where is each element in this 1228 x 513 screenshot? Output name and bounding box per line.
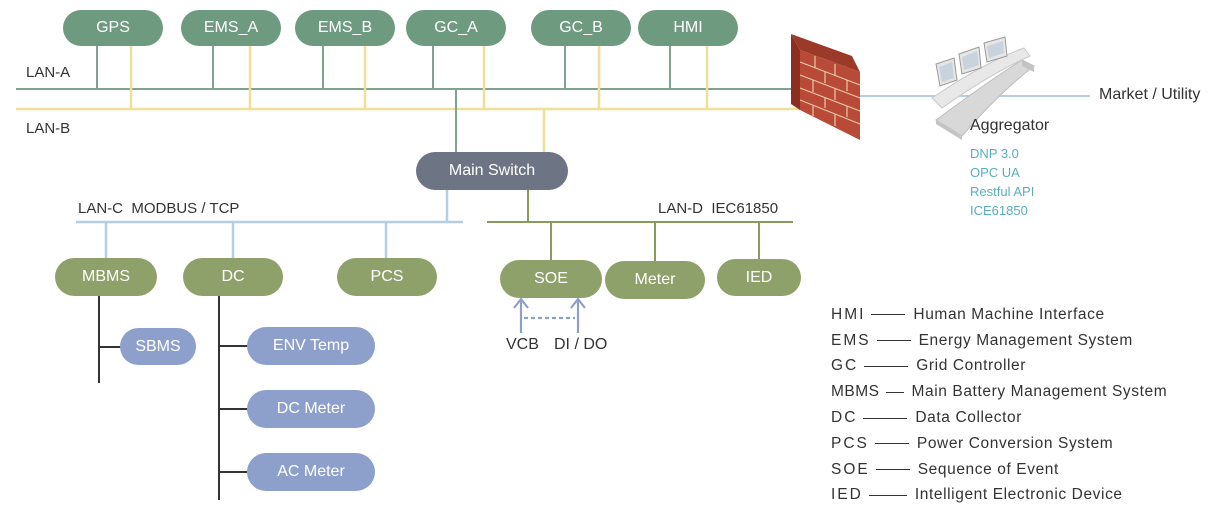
sbms-node[interactable]: SBMS: [120, 328, 196, 365]
protocol-item: DNP 3.0: [970, 146, 1019, 161]
legend-row: GC Grid Controller: [831, 354, 1167, 380]
legend-row: HMI Human Machine Interface: [831, 302, 1167, 328]
legend-abbr: HMI: [831, 305, 866, 323]
vcb-label: VCB: [506, 336, 539, 353]
legend-dash: [874, 443, 909, 445]
gc-a-node[interactable]: GC_A: [406, 10, 506, 46]
top-device-drops: [96, 46, 709, 109]
legend-row: DC Data Collector: [831, 405, 1167, 431]
legend-row: EMS Energy Management System: [831, 328, 1167, 354]
mbms-node[interactable]: MBMS: [55, 258, 157, 296]
legend-row: PCS Power Conversion System: [831, 431, 1167, 457]
legend-dash: [868, 494, 907, 496]
legend-text: Intelligent Electronic Device: [914, 486, 1123, 504]
legend-row: MBMS Main Battery Management System: [831, 379, 1167, 405]
legend-text: Sequence of Event: [917, 460, 1059, 478]
legend-dash: [871, 314, 906, 316]
legend-dash: [863, 417, 908, 419]
legend-text: Data Collector: [915, 409, 1022, 427]
legend-dash: [864, 365, 909, 367]
gc-b-node[interactable]: GC_B: [531, 10, 631, 46]
aggregator-label: Aggregator: [970, 117, 1050, 134]
legend-abbr: MBMS: [831, 383, 880, 401]
gps-node[interactable]: GPS: [63, 10, 163, 46]
legend-text: Power Conversion System: [916, 434, 1114, 452]
lan-b-label: LAN-B: [26, 120, 71, 137]
protocol-item: OPC UA: [970, 165, 1020, 180]
firewall-icon: [791, 34, 861, 140]
legend-abbr: EMS: [831, 331, 871, 349]
legend-abbr: IED: [831, 486, 863, 504]
legend-text: Human Machine Interface: [913, 305, 1105, 323]
lan-a-label: LAN-A: [26, 64, 71, 81]
legend-text: Main Battery Management System: [911, 383, 1168, 401]
legend-dash: [885, 391, 904, 393]
legend-abbr: SOE: [831, 460, 870, 478]
protocol-list: DNP 3.0 OPC UA Restful API ICE61850: [970, 144, 1034, 220]
di-do-label: DI / DO: [554, 336, 608, 353]
aggregator-icon: [931, 36, 1035, 140]
ied-node[interactable]: IED: [717, 259, 801, 296]
protocol-item: Restful API: [970, 184, 1035, 199]
soe-input-arrows: [513, 297, 586, 333]
legend-text: Energy Management System: [918, 331, 1133, 349]
legend: HMI Human Machine Interface EMS Energy M…: [831, 302, 1167, 508]
main-switch-node[interactable]: Main Switch: [416, 152, 568, 190]
legend-abbr: GC: [831, 357, 859, 375]
legend-abbr: PCS: [831, 434, 869, 452]
legend-abbr: DC: [831, 409, 858, 427]
legend-row: IED Intelligent Electronic Device: [831, 483, 1167, 509]
legend-dash: [876, 340, 911, 342]
pcs-node[interactable]: PCS: [337, 258, 437, 296]
hmi-node[interactable]: HMI: [638, 10, 738, 46]
legend-dash: [875, 469, 910, 471]
soe-node[interactable]: SOE: [500, 260, 602, 298]
protocol-item: ICE61850: [970, 203, 1028, 218]
market-utility-label: Market / Utility: [1099, 86, 1201, 103]
ac-meter-node[interactable]: AC Meter: [247, 453, 375, 491]
legend-text: Grid Controller: [916, 357, 1027, 375]
dc-node[interactable]: DC: [183, 258, 283, 296]
env-temp-node[interactable]: ENV Temp: [247, 327, 375, 365]
ems-b-node[interactable]: EMS_B: [295, 10, 395, 46]
lan-d-label: LAN-D IEC61850: [658, 200, 779, 217]
dc-meter-node[interactable]: DC Meter: [247, 390, 375, 428]
meter-node[interactable]: Meter: [605, 261, 705, 299]
legend-row: SOE Sequence of Event: [831, 457, 1167, 483]
lan-c-label: LAN-C MODBUS / TCP: [78, 200, 240, 217]
ems-a-node[interactable]: EMS_A: [181, 10, 281, 46]
